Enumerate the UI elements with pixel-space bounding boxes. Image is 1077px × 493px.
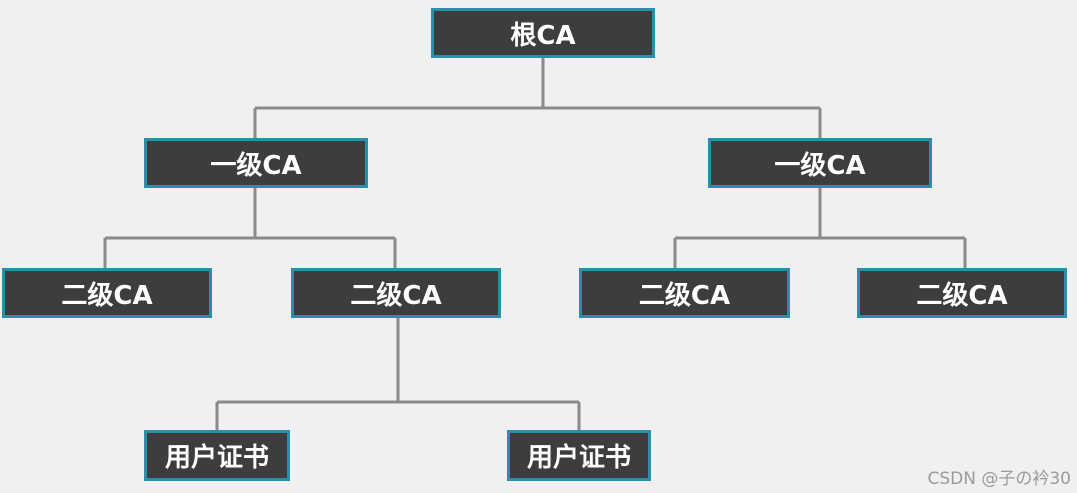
connector-root-to-level1 [253, 58, 822, 138]
connector-level2-to-leaves [215, 318, 581, 430]
level2-ca-node-3: 二级CA [579, 268, 790, 318]
level1-ca-node-right: 一级CA [708, 138, 932, 188]
user-certificate-node-left: 用户证书 [144, 430, 290, 481]
root-ca-node: 根CA [431, 8, 655, 58]
level2-ca-node-2: 二级CA [291, 268, 501, 318]
user-certificate-node-right: 用户证书 [507, 430, 651, 481]
connector-left-level1-to-level2 [103, 188, 397, 268]
connector-right-level1-to-level2 [673, 188, 967, 268]
level1-ca-node-left: 一级CA [144, 138, 368, 188]
level2-ca-node-1: 二级CA [2, 268, 212, 318]
watermark-text: CSDN @子の衿30 [927, 469, 1071, 489]
level2-ca-node-4: 二级CA [857, 268, 1067, 318]
